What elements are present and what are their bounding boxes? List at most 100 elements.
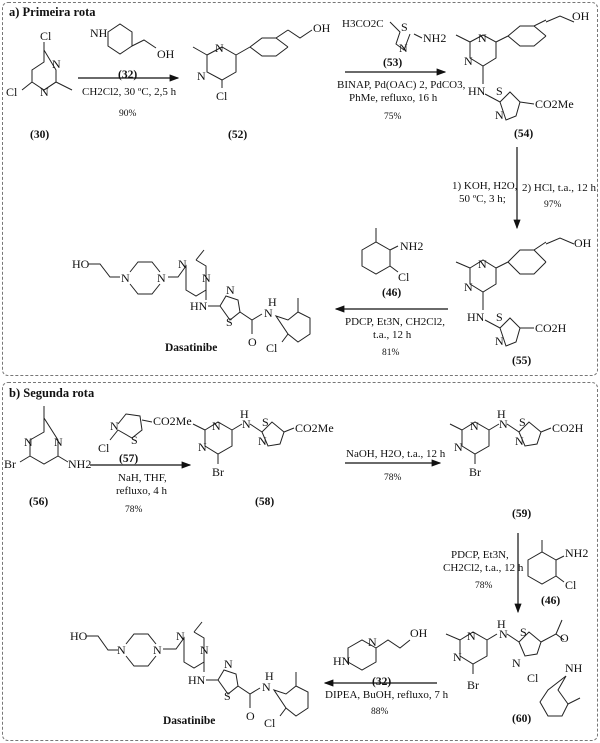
dasatinibe-b: HO N N N N HN N S O H N Cl Dasatinibe [70, 621, 309, 730]
compound-56: N N Br NH2 (56) [4, 406, 91, 508]
atom-label: H [240, 407, 249, 421]
step-a2-conditions-1: BINAP, Pd(OAC) 2, PdCO3, [337, 79, 466, 91]
step-a1-yield: 90% [119, 109, 137, 119]
atom-label: N [215, 41, 224, 55]
atom-label: H [497, 407, 506, 421]
atom-label: S [519, 415, 526, 429]
reagent-57: N S Cl CO2Me (57) [98, 413, 192, 465]
bond-lines [279, 707, 287, 717]
bond-lines [545, 237, 575, 245]
atom-label: HN [333, 654, 351, 668]
step-a4-conditions-2: t.a., 12 h [373, 329, 412, 341]
atom-label: Br [4, 457, 16, 471]
atom-label: N [478, 257, 487, 271]
atom-label: N [464, 280, 473, 294]
bond-lines [206, 46, 237, 81]
atom-label: OH [410, 626, 428, 640]
bond-lines [459, 631, 488, 665]
atom-label: S [224, 689, 231, 703]
step-b1-reagent-label: (57) [119, 453, 138, 465]
bond-lines [507, 19, 547, 47]
atom-label: Cl [6, 85, 18, 99]
step-b3-yield: 78% [475, 581, 493, 591]
atom-label: N [262, 680, 271, 694]
bond-lines [555, 575, 565, 583]
bond-lines [495, 35, 509, 43]
atom-label: CO2Me [295, 421, 334, 435]
atom-label: N [470, 419, 479, 433]
atom-label: Cl [40, 29, 52, 43]
atom-label: H [265, 669, 274, 683]
atom-label: HN [190, 299, 208, 313]
atom-label: Cl [527, 671, 539, 685]
bond-lines [208, 295, 241, 321]
atom-label: N [157, 271, 166, 285]
step-a2-yield: 75% [384, 112, 402, 122]
atom-label: HN [468, 84, 486, 98]
compound-55: OH N N HN S N CO2H (55) [455, 236, 592, 367]
bond-lines [281, 333, 289, 343]
atom-label: Cl [398, 270, 410, 284]
step-a3-conditions-2: 50 ºC, 3 h; [459, 193, 506, 205]
bond-lines [237, 685, 261, 695]
step-b1-conditions-2: refluxo, 4 h [116, 485, 168, 497]
step-b4-yield: 88% [371, 707, 389, 717]
atom-label: N [495, 108, 504, 122]
label-60: (60) [512, 713, 531, 725]
atom-label: H [497, 617, 506, 631]
atom-label: N [117, 643, 126, 657]
atom-label: N [499, 627, 508, 641]
atom-label: Cl [264, 716, 276, 730]
label-54: (54) [514, 128, 533, 140]
compound-60: Br N N H N S N O NH Cl (60) [445, 617, 583, 725]
bond-lines [206, 669, 239, 695]
atom-label: N [52, 57, 61, 71]
atom-label: S [401, 20, 408, 34]
step-a4-reagent-label: (46) [382, 287, 401, 299]
atom-label: O [560, 631, 569, 645]
bond-lines [555, 619, 563, 635]
reagent-32-a: NH OH (32) [90, 23, 175, 81]
bond-lines [192, 46, 208, 56]
atom-label: N [258, 434, 267, 448]
bond-lines [19, 455, 31, 463]
panel-a-title: a) Primeira rota [9, 5, 96, 19]
step-b4-conditions: DIPEA, BuOH, refluxo, 7 h [325, 689, 449, 701]
atom-label: H [268, 295, 277, 309]
label-58: (58) [255, 496, 274, 508]
compound-52: N N Cl OH (52) [192, 21, 331, 141]
atom-label: N [202, 271, 211, 285]
bond-lines [55, 81, 73, 91]
step-b2-yield: 78% [384, 473, 402, 483]
label-dasatinibe-a: Dasatinibe [165, 342, 217, 354]
bond-lines [88, 263, 120, 278]
atom-label: N [242, 417, 251, 431]
atom-label: Cl [216, 89, 228, 103]
atom-label: Cl [266, 341, 278, 355]
step-a4-yield: 81% [382, 348, 400, 358]
bond-lines [469, 259, 497, 293]
label-56: (56) [29, 496, 48, 508]
panel-b-title: b) Segunda rota [9, 386, 95, 400]
atom-label: Cl [98, 441, 110, 455]
bond-lines [389, 21, 411, 51]
bond-lines [455, 34, 471, 43]
compound-54: OH N N HN S N CO2Me (54) [455, 9, 590, 140]
atom-label: S [496, 310, 503, 324]
bond-lines [195, 249, 205, 261]
bond-lines [43, 81, 57, 91]
bond-lines [117, 413, 143, 439]
bond-lines [445, 633, 461, 641]
atom-label: N [176, 629, 185, 643]
compound-30: Cl N N Cl (30) [6, 29, 73, 141]
step-b3-conditions-1: PDCP, Et3N, [451, 549, 509, 561]
bond-lines [455, 261, 471, 269]
bond-lines [21, 81, 33, 91]
bond-lines [107, 23, 133, 55]
step-a2-reagent-label: (53) [383, 57, 402, 69]
step-a3-conditions-1: 1) KOH, H2O, [452, 180, 518, 192]
bond-lines [287, 29, 313, 39]
atom-label: N [226, 283, 235, 297]
atom-label: N [512, 656, 521, 670]
